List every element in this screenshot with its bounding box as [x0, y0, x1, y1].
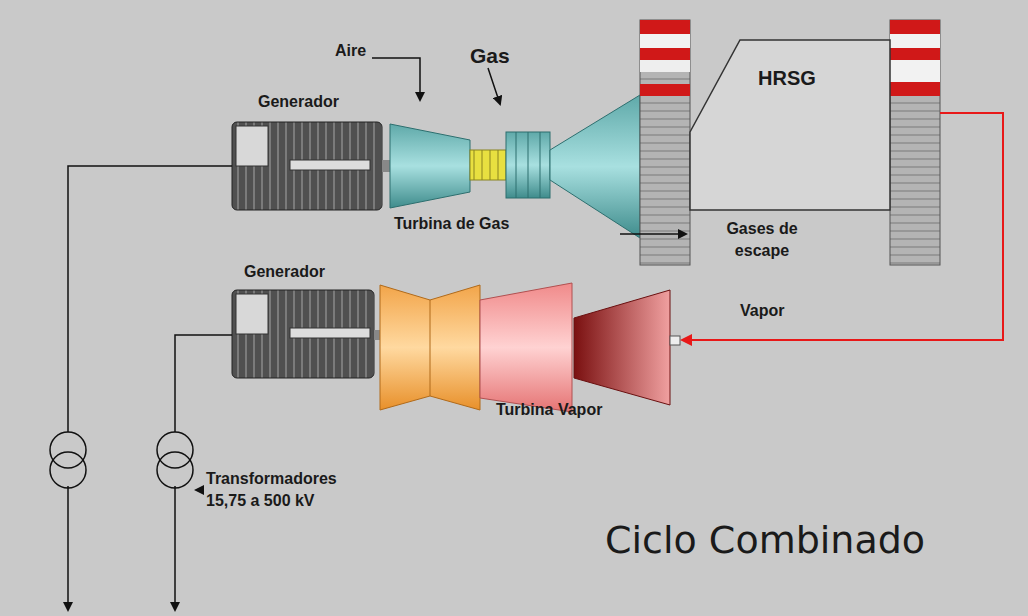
- diagram-title: Ciclo Combinado: [605, 518, 925, 562]
- plant-unit: Generador: [232, 258, 382, 380]
- annotation-label: Transformadores 15,75 a 500 kV: [206, 468, 376, 511]
- annotation-label: Gas: [470, 42, 520, 70]
- plant-unit: Generador: [232, 88, 392, 212]
- edge-label: Vapor: [740, 302, 784, 320]
- unit-label: Turbina Vapor: [496, 401, 602, 419]
- unit-label: Generador: [244, 263, 325, 281]
- annotation-label: Aire: [335, 40, 375, 62]
- unit-label: HRSG: [758, 67, 816, 90]
- plant-unit: Turbina Vapor: [378, 283, 682, 425]
- unit-label: Turbina de Gas: [394, 215, 509, 233]
- annotation-label: Gases de escape: [712, 218, 812, 261]
- unit-label: Generador: [258, 93, 339, 111]
- steam-line: [682, 113, 1003, 340]
- plant-unit: Turbina de Gas: [388, 95, 640, 240]
